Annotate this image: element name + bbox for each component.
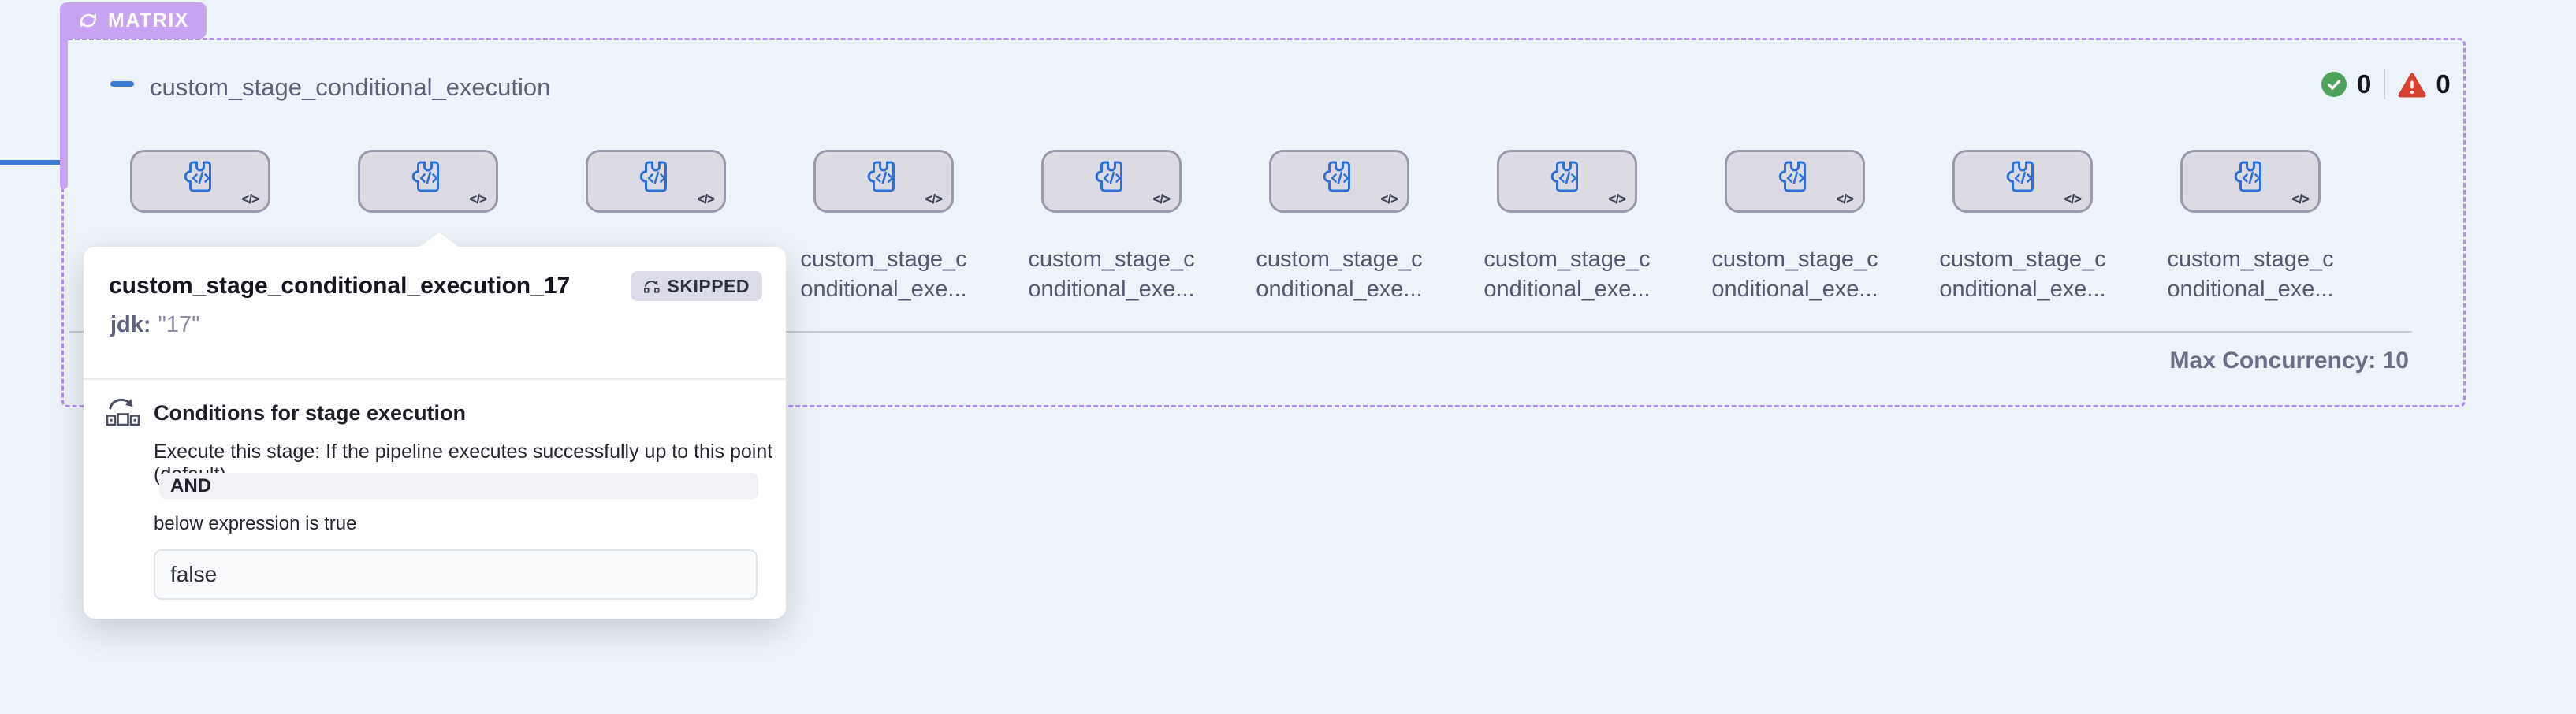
template-code-icon: </> bbox=[2291, 192, 2310, 206]
status-badge-label: SKIPPED bbox=[667, 275, 750, 296]
pipeline-connector-line bbox=[0, 160, 65, 165]
template-code-icon: </> bbox=[1152, 192, 1171, 206]
loop-icon bbox=[80, 13, 97, 28]
error-warning-icon bbox=[2398, 73, 2426, 97]
stage-card[interactable]: </> bbox=[1497, 150, 1637, 213]
stage-card[interactable]: </> bbox=[358, 150, 498, 213]
skipped-icon bbox=[643, 280, 660, 293]
stage-card[interactable]: </> bbox=[1269, 150, 1409, 213]
tooltip-stage-title: custom_stage_conditional_execution_17 bbox=[109, 273, 571, 299]
template-code-icon: </> bbox=[1380, 192, 1398, 206]
custom-stage-code-icon bbox=[184, 161, 211, 192]
custom-stage-code-icon bbox=[1095, 161, 1122, 192]
variable-name: jdk bbox=[110, 312, 143, 337]
matrix-accent-bar bbox=[60, 20, 68, 189]
stage-card[interactable]: </> bbox=[1952, 150, 2093, 213]
custom-stage-code-icon bbox=[1323, 161, 1350, 192]
stage-card[interactable]: </> bbox=[130, 150, 270, 213]
template-code-icon: </> bbox=[697, 192, 715, 206]
matrix-stage-container bbox=[61, 38, 2466, 407]
template-code-icon: </> bbox=[1836, 192, 1854, 206]
matrix-variable: jdk:"17" bbox=[110, 312, 200, 337]
stage-card[interactable]: </> bbox=[1041, 150, 1182, 213]
expression-value-box: false bbox=[154, 549, 758, 600]
status-divider bbox=[2384, 69, 2386, 99]
condition-operator: AND bbox=[159, 473, 758, 499]
success-count: 0 bbox=[2357, 69, 2372, 99]
custom-stage-code-icon bbox=[639, 161, 667, 192]
custom-stage-code-icon bbox=[2006, 161, 2034, 192]
template-code-icon: </> bbox=[241, 192, 259, 206]
status-badge: SKIPPED bbox=[630, 271, 762, 301]
matrix-badge-label: MATRIX bbox=[108, 9, 189, 32]
status-count-group: 0 0 bbox=[2321, 68, 2451, 101]
custom-stage-code-icon bbox=[411, 161, 439, 192]
template-code-icon: </> bbox=[2064, 192, 2082, 206]
custom-stage-code-icon bbox=[1778, 161, 1806, 192]
conditional-execution-icon bbox=[106, 398, 140, 426]
custom-stage-code-icon bbox=[2234, 161, 2261, 192]
matrix-badge[interactable]: MATRIX bbox=[60, 2, 207, 39]
stage-card[interactable]: </> bbox=[1725, 150, 1865, 213]
conditions-heading: Conditions for stage execution bbox=[154, 401, 467, 425]
custom-stage-code-icon bbox=[867, 161, 895, 192]
stage-card[interactable]: </> bbox=[586, 150, 726, 213]
template-code-icon: </> bbox=[469, 192, 487, 206]
expression-note: below expression is true bbox=[154, 513, 357, 534]
error-count: 0 bbox=[2436, 69, 2451, 99]
template-code-icon: </> bbox=[1608, 192, 1626, 206]
matrix-stage-title: custom_stage_conditional_execution bbox=[150, 73, 551, 101]
success-check-icon bbox=[2321, 72, 2347, 97]
matrix-footer-divider bbox=[69, 331, 2412, 333]
custom-stage-code-icon bbox=[1550, 161, 1578, 192]
stage-card[interactable]: </> bbox=[813, 150, 954, 213]
stage-tooltip: custom_stage_conditional_execution_17 SK… bbox=[84, 232, 786, 619]
tooltip-divider bbox=[84, 378, 786, 380]
stage-card[interactable]: </> bbox=[2180, 150, 2321, 213]
max-concurrency-label: Max Concurrency: 10 bbox=[2169, 348, 2409, 374]
variable-value: "17" bbox=[158, 312, 200, 337]
template-code-icon: </> bbox=[925, 192, 943, 206]
collapse-minus-icon[interactable] bbox=[110, 81, 134, 87]
